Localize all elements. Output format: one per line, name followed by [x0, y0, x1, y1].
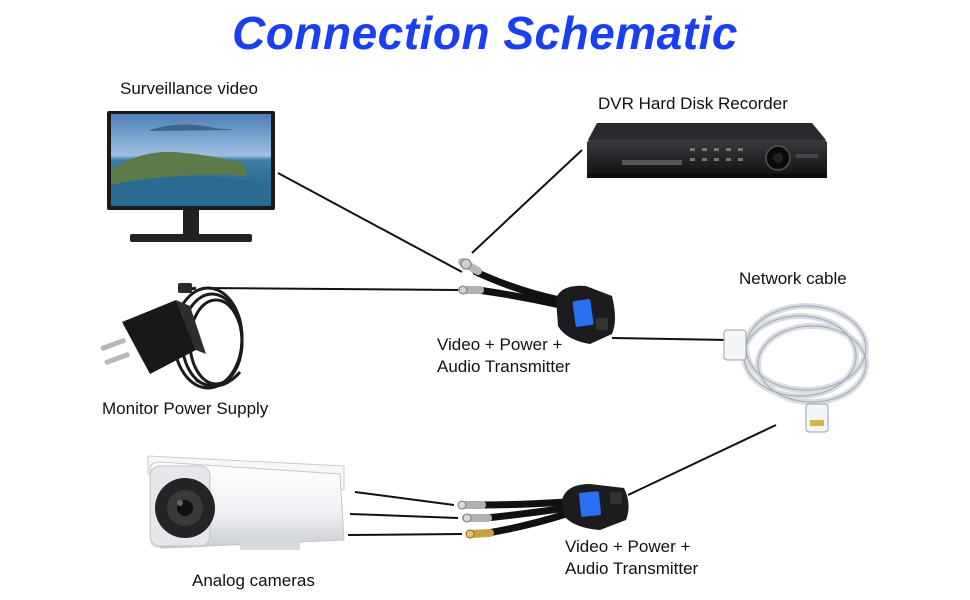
label-power-supply: Monitor Power Supply [102, 399, 269, 418]
wire-camera-power [354, 491, 455, 506]
wire-camera-audio [349, 513, 459, 519]
power-supply-icon [100, 283, 244, 390]
label-transmitter-top-line2: Audio Transmitter [437, 357, 571, 376]
connection-wires [203, 149, 777, 536]
label-transmitter-top: Video + Power + Audio Transmitter [437, 334, 570, 378]
wire-network-top [611, 337, 729, 341]
network-cable-icon [723, 303, 869, 433]
wire-network-bottom [627, 424, 777, 496]
wire-monitor [277, 172, 463, 273]
wire-camera-video [347, 533, 463, 536]
transmitter-bottom-icon [457, 484, 629, 539]
label-network-cable: Network cable [739, 269, 847, 288]
analog-camera-icon [147, 455, 345, 550]
wire-dvr [471, 149, 583, 254]
wire-power-supply [203, 287, 459, 291]
dvr-icon [587, 123, 827, 178]
label-transmitter-bottom-line2: Audio Transmitter [565, 559, 699, 578]
label-dvr: DVR Hard Disk Recorder [598, 94, 788, 113]
transmitter-top-icon [458, 258, 615, 344]
label-transmitter-bottom-line1: Video + Power + [565, 537, 691, 556]
diagram-title: Connection Schematic [232, 7, 738, 59]
label-transmitter-bottom: Video + Power + Audio Transmitter [565, 536, 698, 580]
label-analog-cameras: Analog cameras [192, 571, 315, 590]
label-transmitter-top-line1: Video + Power + [437, 335, 563, 354]
monitor-icon [107, 111, 275, 242]
label-surveillance-video: Surveillance video [120, 79, 258, 98]
